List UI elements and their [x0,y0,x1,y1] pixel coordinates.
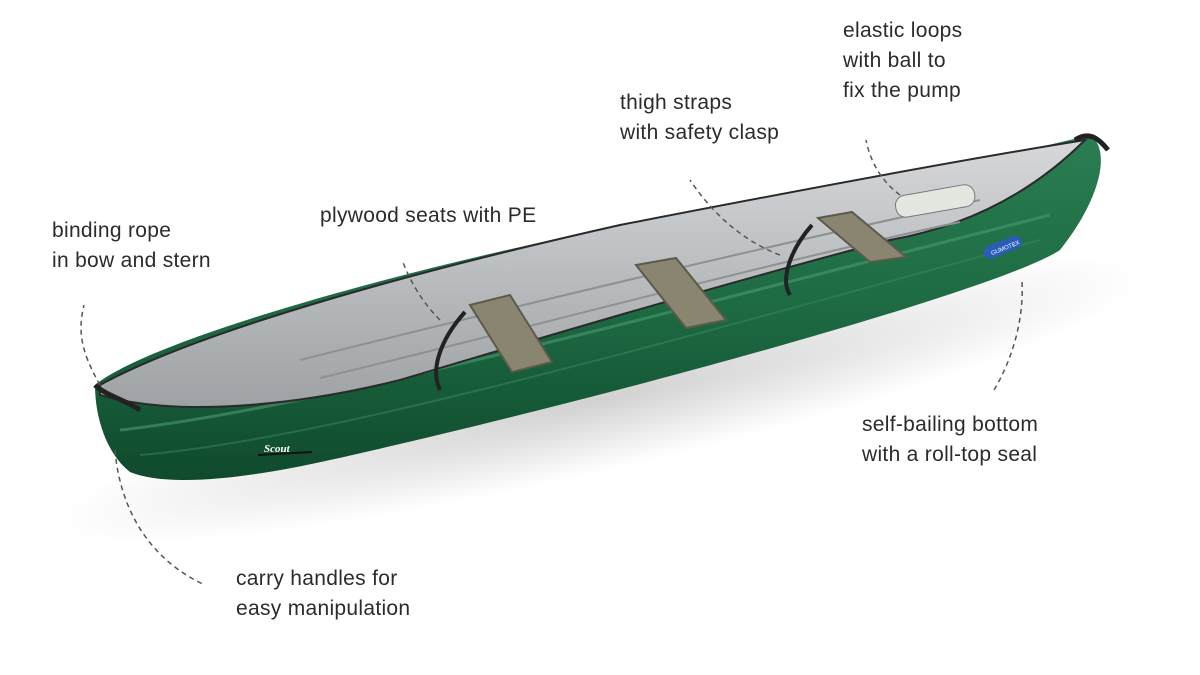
label-line: self-bailing bottom [862,413,1039,436]
hull-highlight [119,213,1051,432]
label-carry-handles: carry handles for easy manipulation [236,564,410,624]
label-line: plywood seats with PE [320,204,537,227]
label-line: easy manipulation [236,597,411,620]
arrow-binding-rope [80,304,101,386]
arrow-self-bailing [993,281,1023,391]
label-line: thigh straps [620,91,733,114]
label-line: with a roll-top seal [862,443,1038,466]
label-binding-rope: binding rope in bow and stern [52,216,211,276]
thigh-strap [434,310,467,391]
hull-highlight [139,239,1041,456]
svg-text:Scout: Scout [264,443,291,455]
arrow-carry-handles [114,449,206,586]
pump [894,184,976,218]
label-plywood-seats: plywood seats with PE [320,201,536,231]
label-line: fix the pump [843,79,961,102]
seat [468,293,554,374]
thigh-strap [784,223,814,297]
label-line: with safety clasp [620,121,780,144]
canoe-interior [99,138,1088,408]
seat [634,256,728,330]
label-self-bailing: self-bailing bottom with a roll-top seal [862,410,1038,470]
canoe-shadow [54,256,1146,544]
scout-logo: Scout [257,443,313,456]
label-thigh-straps: thigh straps with safety clasp [620,88,779,148]
label-line: elastic loops [843,19,963,42]
label-line: in bow and stern [52,249,211,272]
binding-rope [1073,133,1110,152]
interior-rib [299,199,981,361]
label-line: binding rope [52,219,172,242]
binding-rope [93,383,142,413]
label-line: carry handles for [236,567,398,590]
label-line: with ball to [843,49,946,72]
label-elastic-loops: elastic loops with ball to fix the pump [843,16,962,106]
seat [815,210,909,264]
arrow-plywood-seats [401,259,441,321]
